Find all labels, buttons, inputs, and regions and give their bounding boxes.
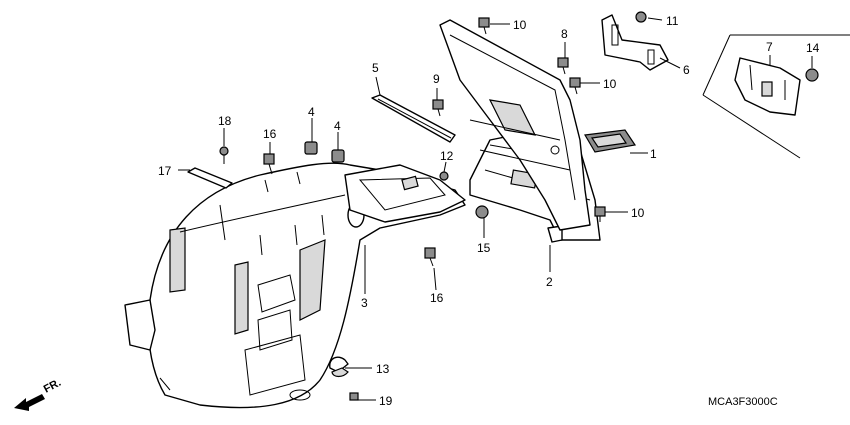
callout-12: 12 — [440, 149, 454, 163]
callout-4a: 4 — [308, 105, 315, 119]
callout-18: 18 — [218, 114, 232, 128]
bolt-part-16a — [263, 153, 275, 175]
bolt-part-16b — [424, 247, 436, 267]
diagram-code: MCA3F3000C — [708, 396, 778, 408]
front-arrow-label: FR. — [42, 377, 63, 396]
bolt-part-9 — [432, 99, 444, 117]
callout-14: 14 — [806, 41, 820, 55]
callout-16b: 16 — [430, 291, 444, 305]
callout-10b: 10 — [603, 77, 617, 91]
nut-part-11 — [635, 11, 647, 23]
callout-7: 7 — [766, 40, 773, 54]
callout-10c: 10 — [631, 206, 645, 220]
callout-17: 17 — [158, 164, 172, 178]
bolt-part-8 — [557, 57, 569, 75]
callout-16a: 16 — [263, 127, 277, 141]
screw-part-18 — [219, 146, 229, 164]
bracket-part-7 — [702, 34, 850, 159]
rear-fender-part-3 — [124, 162, 466, 409]
callout-19: 19 — [379, 394, 393, 408]
callout-1: 1 — [650, 147, 657, 161]
rubber-block-part-1 — [584, 129, 637, 153]
nut-part-15 — [475, 205, 489, 219]
seal-strip-part-5 — [371, 94, 456, 143]
callout-13: 13 — [376, 362, 390, 376]
callout-labels: 1 2 3 4 4 5 6 7 8 9 10 10 10 11 12 13 14… — [158, 14, 820, 408]
front-direction-arrow: FR. — [14, 377, 63, 411]
grommet-part-4b — [331, 149, 345, 163]
clip-part-13 — [329, 356, 349, 378]
bolt-part-10b — [569, 77, 581, 95]
strap-part-17 — [187, 167, 233, 189]
callout-5: 5 — [372, 61, 379, 75]
callout-11: 11 — [666, 14, 679, 28]
bolt-part-10a — [478, 17, 490, 35]
grommet-part-4a — [304, 141, 318, 155]
cover-panel — [439, 19, 591, 231]
callout-10a: 10 — [513, 18, 527, 32]
callout-15: 15 — [477, 241, 491, 255]
callout-3: 3 — [361, 296, 368, 310]
screw-part-19 — [349, 392, 359, 401]
nut-part-12 — [439, 171, 449, 181]
callout-9: 9 — [433, 72, 440, 86]
leader-lines — [178, 17, 813, 401]
bracket-part-6 — [601, 14, 669, 71]
callout-2: 2 — [546, 275, 553, 289]
callout-8: 8 — [561, 27, 568, 41]
nut-part-14 — [805, 68, 819, 82]
callout-6: 6 — [683, 63, 690, 77]
callout-4b: 4 — [334, 119, 341, 133]
